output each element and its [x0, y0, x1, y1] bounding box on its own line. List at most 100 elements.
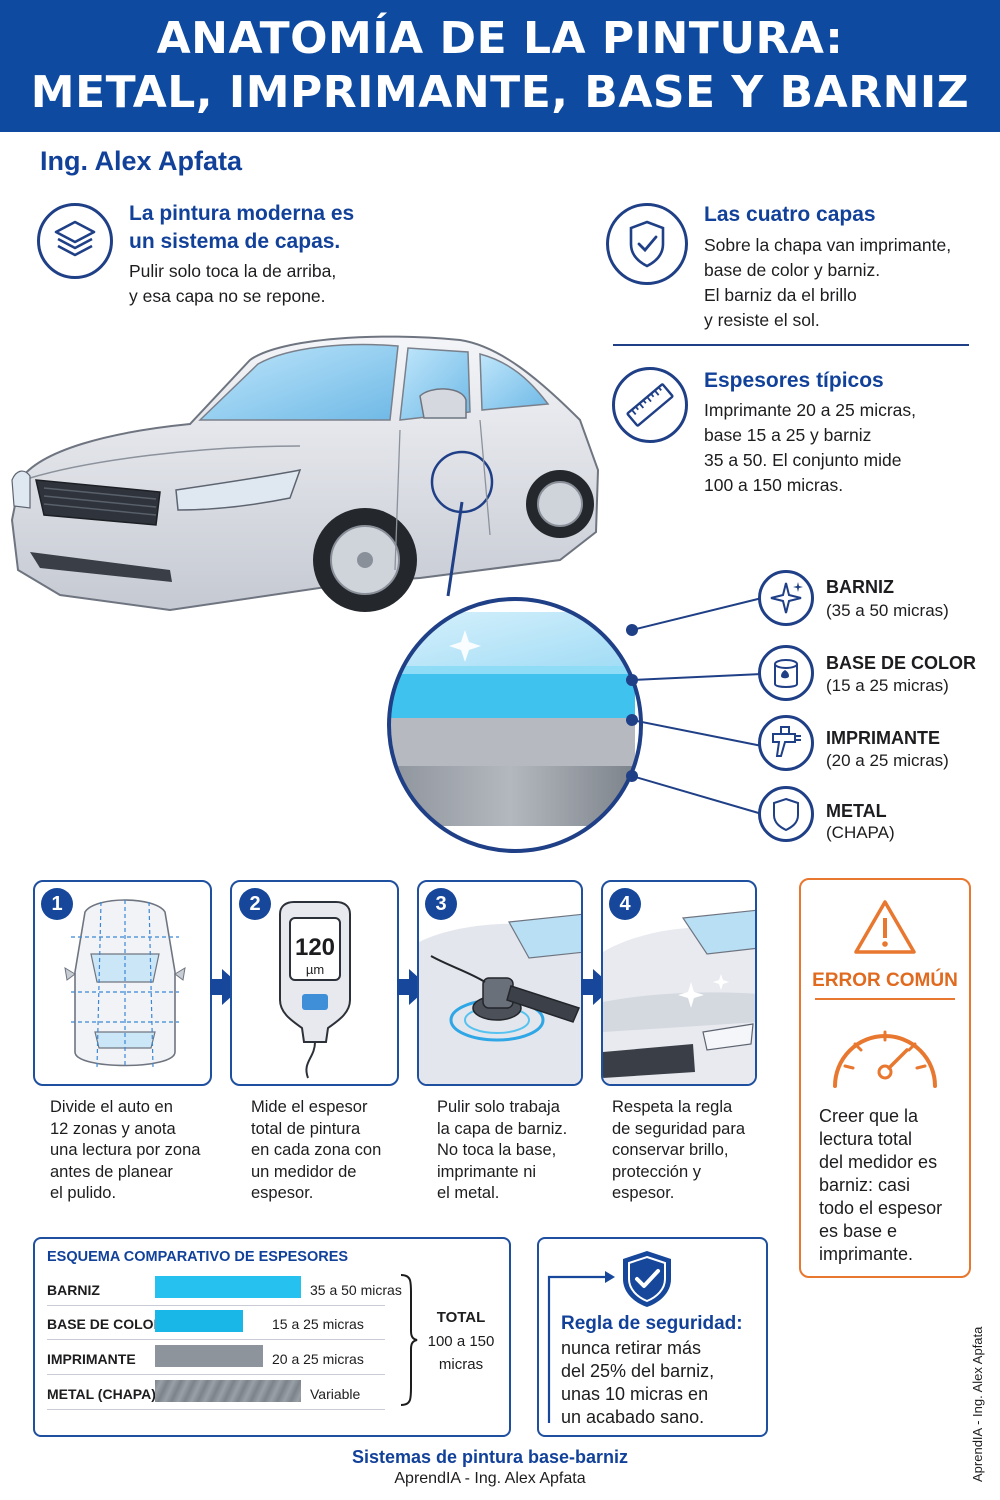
common-error-card: ERROR COMÚN Creer que la lectura total d…	[799, 878, 971, 1278]
step-4-card	[601, 880, 757, 1086]
common-error-text: Creer que la lectura total del medidor e…	[819, 1105, 942, 1266]
shield-icon	[758, 786, 814, 842]
car-illustration	[10, 335, 600, 612]
table-row-value-base: 15 a 25 micras	[272, 1316, 364, 1332]
step-4-line: protección y	[612, 1162, 701, 1181]
step-4-line: conservar brillo,	[612, 1141, 729, 1159]
error-line: barniz: casi	[819, 1175, 911, 1195]
step-3-line: Pulir solo trabaja	[437, 1098, 560, 1116]
table-row-value-imprimante: 20 a 25 micras	[272, 1351, 364, 1367]
step-4-description: Respeta la regla de seguridad para conse…	[612, 1097, 772, 1205]
spray-gun-icon	[758, 715, 814, 771]
footer-title: Sistemas de pintura base-barniz	[351, 1447, 629, 1467]
shield-check-icon	[606, 203, 688, 285]
total-value-2: micras	[438, 1356, 484, 1373]
arrow-3-shaft	[581, 979, 593, 995]
layer-name-base: BASE DE COLOR	[826, 653, 977, 673]
step-1-card	[33, 880, 212, 1086]
table-row-label-metal: METAL (CHAPA)	[47, 1386, 156, 1402]
gauge-unit: µm	[305, 962, 325, 977]
layer-detail-metal: (CHAPA)	[826, 823, 895, 842]
cuatro-capas-line-3: El barniz da el brillo	[704, 285, 857, 305]
espesores-line-1: Imprimante 20 a 25 micras,	[704, 400, 917, 420]
table-title: ESQUEMA COMPARATIVO DE ESPESORES	[47, 1249, 349, 1265]
error-line: es base e	[819, 1221, 898, 1241]
error-line: lectura total	[819, 1129, 913, 1149]
table-row-divider	[47, 1409, 385, 1410]
intro-heading-1: La pintura moderna es	[129, 202, 355, 225]
error-divider	[815, 998, 955, 1000]
table-row-label-barniz: BARNIZ	[47, 1282, 100, 1298]
espesores-line-3: 35 a 50. El conjunto mide	[704, 450, 902, 470]
layer-pointers	[631, 597, 763, 815]
shield-check-icon	[623, 1251, 671, 1307]
step-4-line: Respeta la regla	[612, 1098, 733, 1116]
gauge-reading: 120	[294, 934, 336, 961]
layer-detail-base: (15 a 25 micras)	[826, 676, 949, 695]
error-line: Creer que la	[819, 1106, 919, 1126]
vertical-credit: AprendIA - Ing. Alex Apfata	[970, 1326, 985, 1482]
step-2-line: en cada zona con	[251, 1141, 382, 1159]
step-2-description: Mide el espesor total de pintura en cada…	[251, 1097, 416, 1205]
bar-barniz	[155, 1276, 301, 1298]
step-3-description: Pulir solo trabaja la capa de barniz. No…	[437, 1097, 597, 1205]
thickness-comparison-table: ESQUEMA COMPARATIVO DE ESPESORES BARNIZ …	[33, 1237, 511, 1437]
error-line: imprimante.	[819, 1244, 914, 1264]
table-row-value-barniz: 35 a 50 micras	[310, 1282, 402, 1298]
table-row-label-imprimante: IMPRIMANTE	[47, 1351, 136, 1367]
table-row-divider	[47, 1339, 385, 1340]
intro-body-1: Pulir solo toca la de arriba,	[129, 261, 337, 281]
cuatro-capas-line-4: y resiste el sol.	[704, 310, 820, 330]
author-name: Ing. Alex Apfata	[40, 146, 243, 176]
bar-metal	[155, 1380, 301, 1402]
step-4-line: espesor.	[612, 1184, 675, 1202]
espesores-line-4: 100 a 150 micras.	[704, 475, 844, 495]
step-1-number: 1	[41, 888, 73, 920]
shiny-car-icon	[603, 909, 755, 1084]
safety-line: del 25% del barniz,	[561, 1361, 715, 1381]
step-4-number: 4	[609, 888, 641, 920]
intro-body-2: y esa capa no se repone.	[129, 286, 326, 306]
rule-arrow-icon	[547, 1271, 615, 1423]
step-1-line: 12 zonas y anota	[50, 1119, 176, 1138]
speedometer-icon	[833, 1030, 937, 1088]
magnified-layers	[387, 597, 643, 853]
step-3-line: No toca la base,	[437, 1141, 557, 1159]
intro-heading-2: un sistema de capas.	[129, 230, 341, 253]
page-title-line2: METAL, IMPRIMANTE, BASE Y BARNIZ	[30, 67, 970, 118]
step-1-description: Divide el auto en 12 zonas y anota una l…	[50, 1097, 220, 1205]
layer-detail-imprimante: (20 a 25 micras)	[826, 751, 949, 770]
total-value-1: 100 a 150	[427, 1333, 495, 1350]
ruler-icon	[612, 367, 688, 443]
step-4-line: de seguridad para	[612, 1119, 746, 1138]
table-row-divider	[47, 1305, 385, 1306]
error-line: todo el espesor	[819, 1198, 943, 1218]
table-row-label-base: BASE DE COLOR	[47, 1316, 164, 1332]
footer-credit: AprendIA - Ing. Alex Apfata	[394, 1470, 586, 1487]
layer-name-imprimante: IMPRIMANTE	[826, 728, 940, 748]
cuatro-capas-line-1: Sobre la chapa van imprimante,	[704, 235, 952, 255]
espesores-line-2: base 15 a 25 y barniz	[704, 425, 872, 445]
layers-icon	[37, 203, 113, 279]
step-2-line: Mide el espesor	[251, 1098, 368, 1116]
divider	[613, 344, 969, 346]
table-row-value-metal: Variable	[310, 1386, 361, 1402]
safety-rule-text: nunca retirar más del 25% del barniz, un…	[561, 1337, 714, 1429]
polisher-icon	[419, 913, 581, 1084]
arrow-1-shaft	[210, 979, 222, 995]
safety-rule-card: Regla de seguridad: nunca retirar más de…	[537, 1237, 768, 1437]
step-2-number: 2	[239, 888, 271, 920]
step-1-line: antes de planear	[50, 1162, 173, 1181]
thickness-meter-icon	[279, 901, 351, 1079]
step-1-line: el pulido.	[50, 1184, 117, 1202]
callout-connector	[446, 501, 464, 597]
header-banner: ANATOMÍA DE LA PINTURA: METAL, IMPRIMANT…	[0, 0, 1000, 132]
cuatro-capas-line-2: base de color y barniz.	[704, 260, 881, 280]
step-3-line: el metal.	[437, 1184, 500, 1202]
sparkle-icon	[758, 570, 814, 626]
warning-icon	[854, 900, 916, 954]
cuatro-capas-heading: Las cuatro capas	[704, 203, 876, 226]
bar-base	[155, 1310, 243, 1332]
step-2-line: espesor.	[251, 1184, 314, 1202]
layer-detail-barniz: (35 a 50 micras)	[826, 601, 949, 620]
